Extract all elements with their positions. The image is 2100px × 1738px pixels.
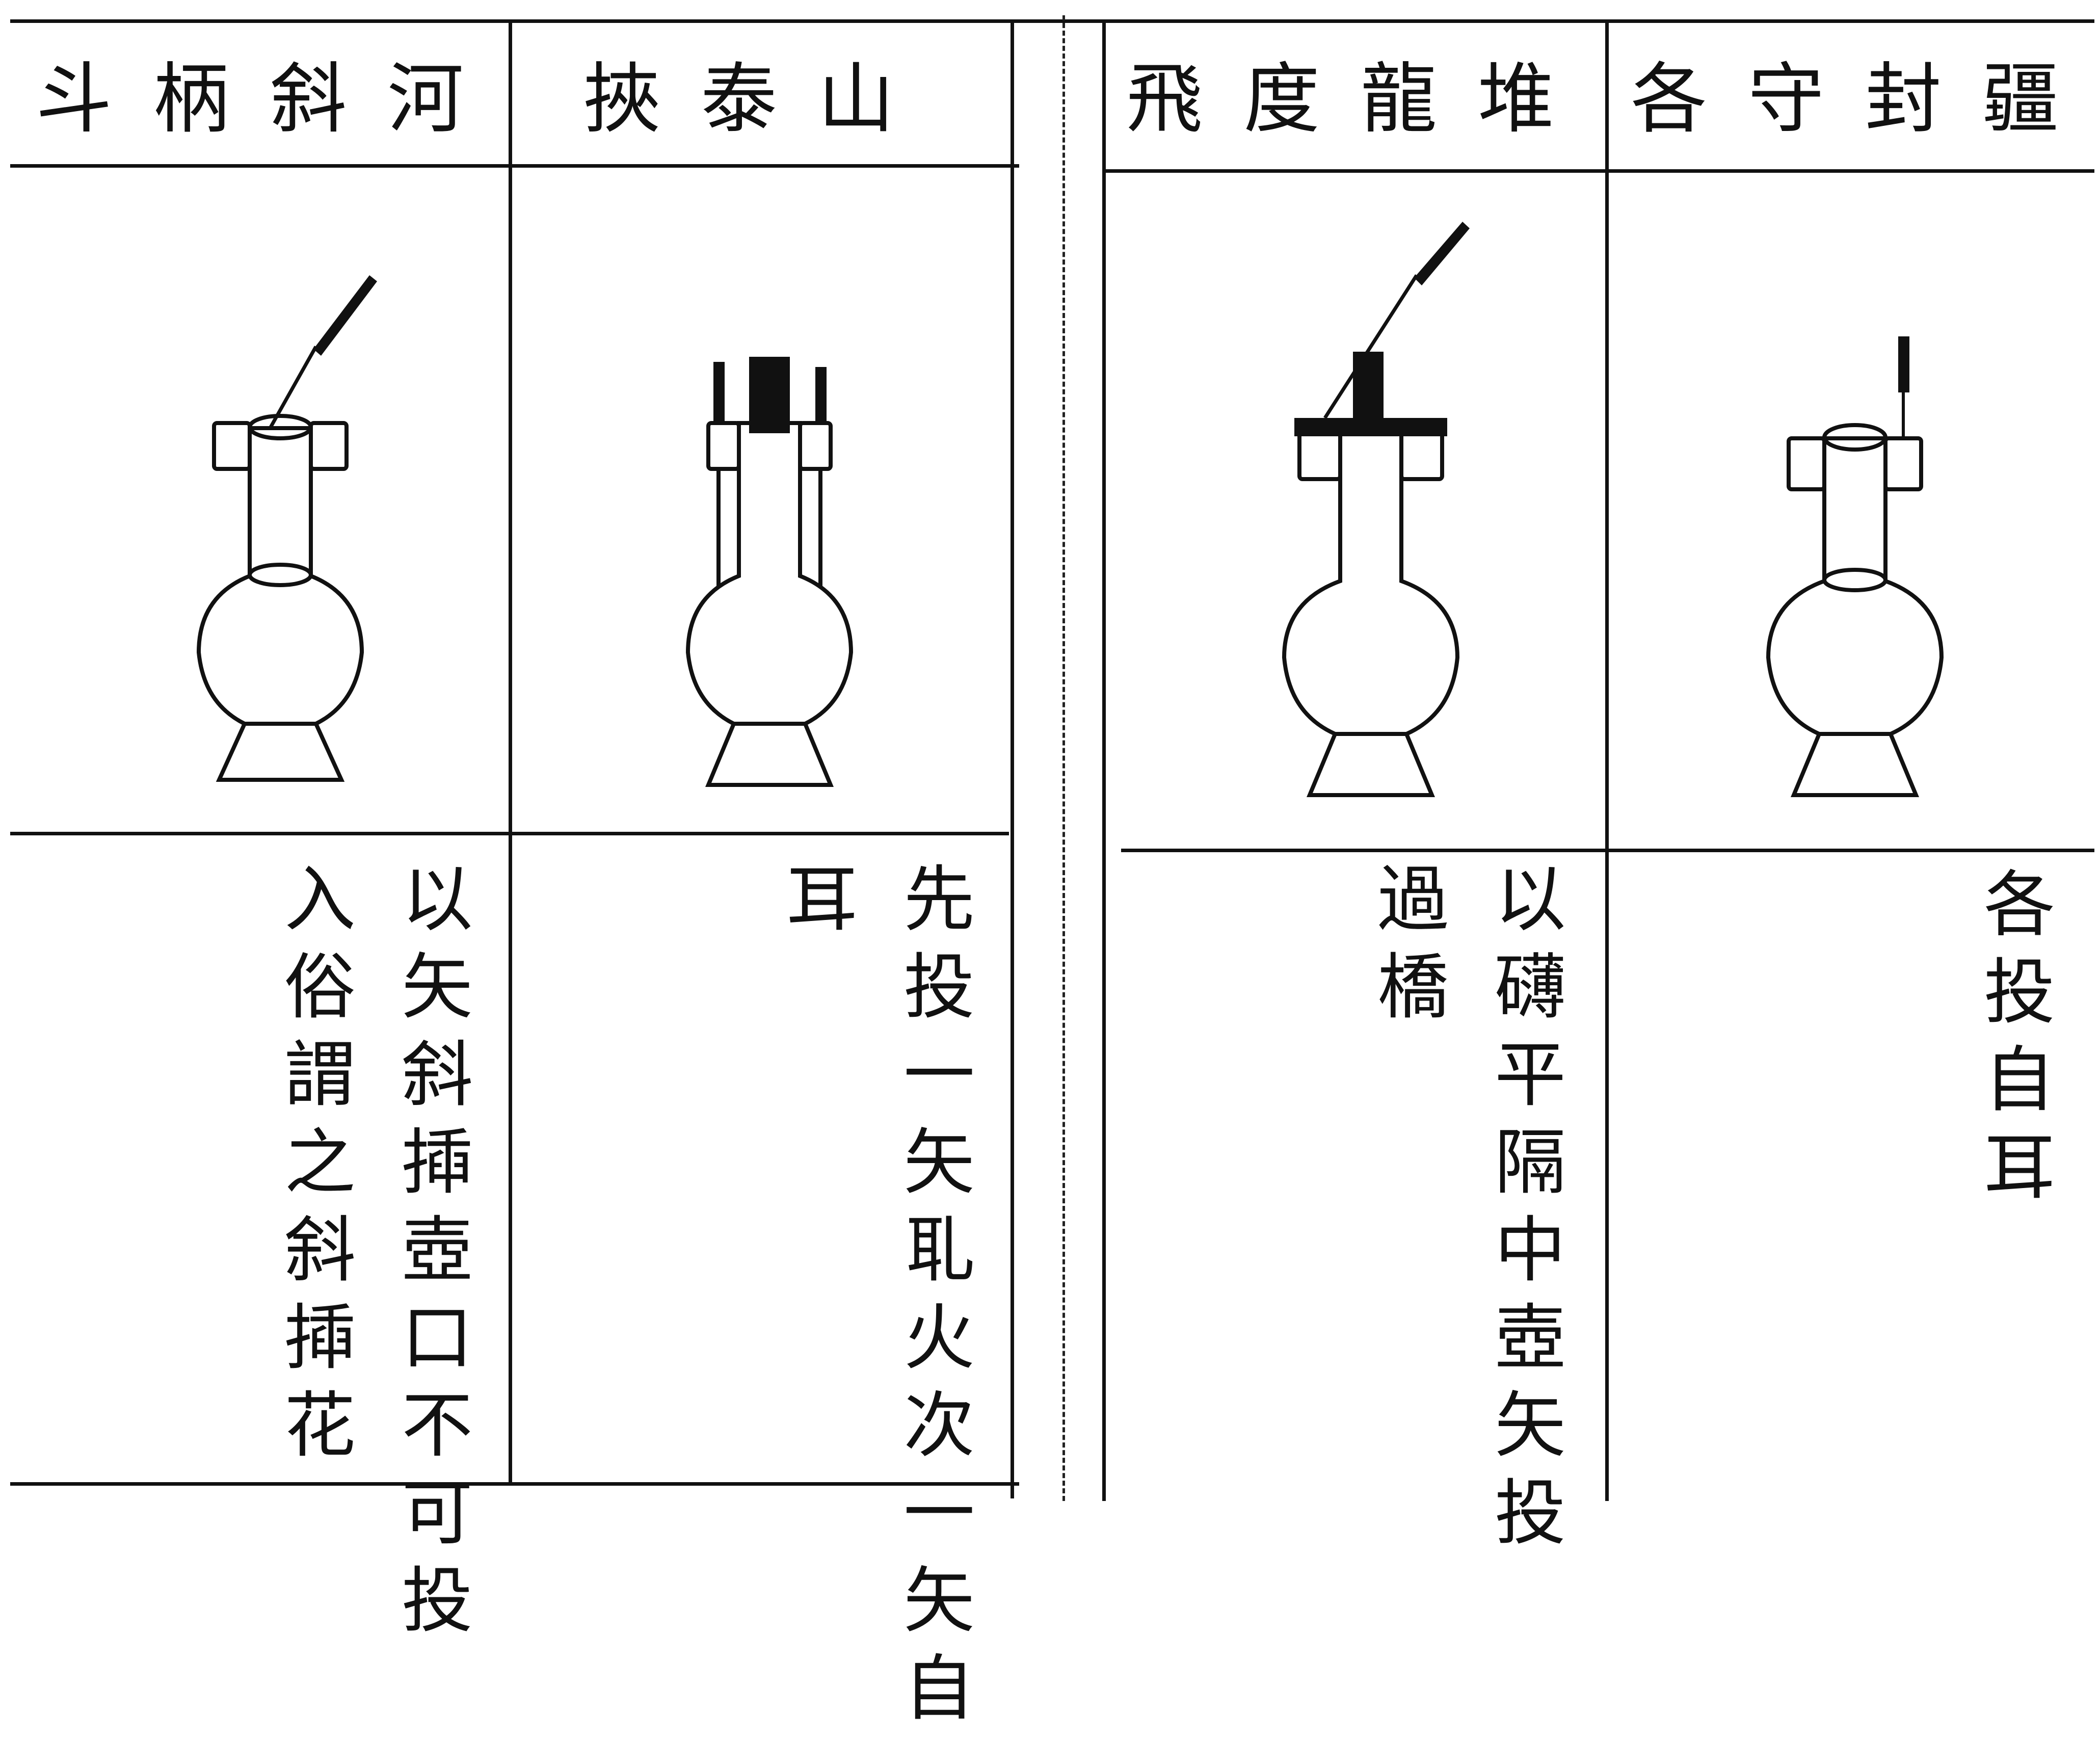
panel-1-title: 斗柄斜河 <box>36 55 505 144</box>
vase-with-tilted-arrow-icon <box>168 265 397 795</box>
column-divider-4 <box>1605 20 1609 1501</box>
vase-with-upright-arrow-in-ear-icon <box>1738 326 1972 805</box>
panel-4-caption-col-1: 各投自耳 <box>1972 866 2055 1217</box>
scanned-page: 斗柄斜河 以矢斜揷壺口不可投 入俗謂之斜揷花 挾泰山 <box>10 15 2100 1738</box>
column-divider-3 <box>1102 20 1106 1501</box>
column-divider-1 <box>509 20 512 1486</box>
bottom-border <box>10 1482 1019 1486</box>
header-divider-right <box>1106 169 2094 173</box>
panel-2-caption-col-2: 耳 <box>774 861 857 949</box>
panel-1-caption-col-1: 以矢斜揷壺口不可投 <box>389 861 472 1650</box>
panel-4-title: 各守封疆 <box>1631 55 2100 144</box>
vase-with-crossbar-and-arrow-icon <box>1248 214 1493 805</box>
header-divider-left <box>10 164 1019 168</box>
fold-line <box>1062 15 1065 1501</box>
panel-3-caption-col-2: 過橋 <box>1365 861 1448 1037</box>
column-divider-2 <box>1011 20 1014 1498</box>
panel-3-title: 飛度龍堆 <box>1126 55 1596 144</box>
panel-2-title: 挾泰山 <box>583 55 935 144</box>
panel-3-caption-col-1: 以礴平隔中壺矢投 <box>1482 861 1565 1563</box>
panel-2-caption-col-1: 先投一矢耴火次一矢自 <box>891 861 974 1738</box>
panel-1-caption-col-2: 入俗謂之斜揷花 <box>272 861 355 1475</box>
vase-with-three-standing-arrows-icon <box>657 347 887 795</box>
top-border <box>10 19 2094 23</box>
